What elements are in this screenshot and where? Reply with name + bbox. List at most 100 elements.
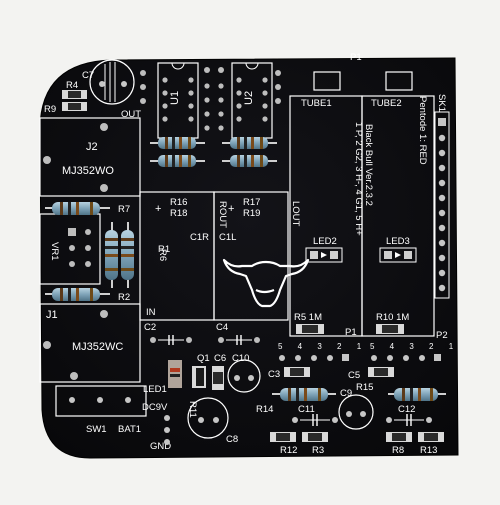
label-r1: R1 xyxy=(158,244,170,255)
label-out: OUT xyxy=(121,109,141,120)
label-r12: R12 xyxy=(280,445,297,456)
smd-r8 xyxy=(386,432,412,442)
label-u2: U2 xyxy=(243,91,255,105)
label-j2: J2 xyxy=(86,141,98,153)
label-r10: R10 1M xyxy=(376,312,409,323)
smd-r4 xyxy=(62,90,87,99)
smd-r12 xyxy=(270,432,296,442)
led1 xyxy=(168,360,182,388)
label-r8: R8 xyxy=(392,445,404,456)
plus-c1r: + xyxy=(155,203,161,215)
label-c2: C2 xyxy=(144,322,156,333)
label-pinout: 1 P, 2 G2, 3 H-, 4 G1, 5 H+ xyxy=(353,122,364,236)
label-r14: R14 xyxy=(256,404,273,415)
label-r9: R9 xyxy=(44,104,56,115)
label-led1: LED1 xyxy=(143,384,167,395)
resistor-r18 xyxy=(150,155,205,167)
pcb-board xyxy=(39,57,459,459)
label-r7: R7 xyxy=(118,204,130,215)
resistor-r17 xyxy=(222,137,277,149)
power-pads xyxy=(164,415,170,445)
led2 xyxy=(305,247,343,263)
resistor-r14 xyxy=(272,388,336,401)
resistor-r2 xyxy=(45,288,110,301)
label-led3: LED3 xyxy=(386,236,410,247)
label-j1: J1 xyxy=(46,309,58,321)
label-mj352wc: MJ352WC xyxy=(72,341,123,353)
switch-sw1 xyxy=(55,385,147,417)
label-u1: U1 xyxy=(169,91,181,105)
label-c6: C6 xyxy=(214,353,226,364)
resistor-r6-vertical xyxy=(105,222,118,288)
label-p2-pins: 5 4 3 2 1 xyxy=(370,342,460,351)
label-rout: ROUT xyxy=(217,201,228,228)
resistor-r7 xyxy=(45,202,110,215)
label-c11: C11 xyxy=(298,404,315,415)
smd-r9 xyxy=(62,102,87,111)
label-c12: C12 xyxy=(398,404,415,415)
label-c8: C8 xyxy=(226,434,238,445)
jack-j1 xyxy=(39,303,141,383)
label-in: IN xyxy=(146,307,156,318)
label-mj352wo: MJ352WO xyxy=(62,165,114,177)
label-sw1: SW1 xyxy=(86,424,107,435)
resistor-r1-vertical xyxy=(121,222,134,288)
label-lout: LOUT xyxy=(290,201,301,227)
header-p2-pins xyxy=(371,354,441,361)
capacitor-c11 xyxy=(292,414,338,426)
label-sk1: SK1 xyxy=(436,94,447,112)
label-r11: R11 xyxy=(187,401,198,418)
label-c7: C7 xyxy=(82,70,94,81)
capacitor-c9 xyxy=(338,394,374,430)
capacitor-outline-c1 xyxy=(139,191,289,321)
label-r2: R2 xyxy=(118,292,130,303)
capacitor-c7 xyxy=(89,59,135,105)
label-p1-pins: 5 4 3 2 1 xyxy=(278,342,368,351)
smd-r3 xyxy=(302,432,328,442)
label-black-bull: Black Bull Ver.2.3.2 xyxy=(363,124,374,206)
header-top-pads xyxy=(140,67,281,104)
capacitor-c10 xyxy=(227,359,261,393)
smd-r5 xyxy=(296,324,324,334)
label-r18: R18 xyxy=(170,208,187,219)
capacitor-c2 xyxy=(150,335,192,345)
resistor-r16 xyxy=(150,137,205,149)
label-p1: P1 xyxy=(345,327,357,338)
capacitor-c12 xyxy=(386,414,432,426)
label-c9: C9 xyxy=(340,388,352,399)
label-vr1: VR1 xyxy=(49,242,60,260)
label-r13: R13 xyxy=(420,445,437,456)
label-gnd: GND xyxy=(150,441,171,452)
pad-grid-middle xyxy=(204,83,224,131)
label-p1-top: P1 xyxy=(350,52,362,63)
label-c4: C4 xyxy=(216,322,228,333)
smd-c6 xyxy=(212,366,224,390)
label-bat1: BAT1 xyxy=(118,424,141,435)
label-c5: C5 xyxy=(348,370,360,381)
label-r16: R16 xyxy=(170,197,187,208)
tube-socket-2 xyxy=(361,71,435,337)
label-tube2: TUBE2 xyxy=(371,98,402,109)
capacitor-c4 xyxy=(218,335,260,345)
label-r4: R4 xyxy=(66,80,78,91)
label-r3: R3 xyxy=(312,445,324,456)
label-dc9v: DC9V xyxy=(142,402,168,413)
bull-logo xyxy=(222,258,310,308)
smd-r13 xyxy=(418,432,444,442)
label-c1l: C1L xyxy=(219,232,236,243)
label-c10: C10 xyxy=(232,353,249,364)
label-q1: Q1 xyxy=(197,353,210,364)
resistor-r19 xyxy=(222,155,277,167)
header-p1-pins xyxy=(279,354,349,361)
led3 xyxy=(379,247,417,263)
label-r5: R5 1M xyxy=(294,312,322,323)
smd-r10 xyxy=(376,324,404,334)
label-p2: P2 xyxy=(436,330,448,341)
jack-j2 xyxy=(39,117,141,197)
label-r17: R17 xyxy=(243,197,260,208)
label-c3: C3 xyxy=(268,369,280,380)
plus-c1l: + xyxy=(228,203,234,215)
label-tube1: TUBE1 xyxy=(301,98,332,109)
